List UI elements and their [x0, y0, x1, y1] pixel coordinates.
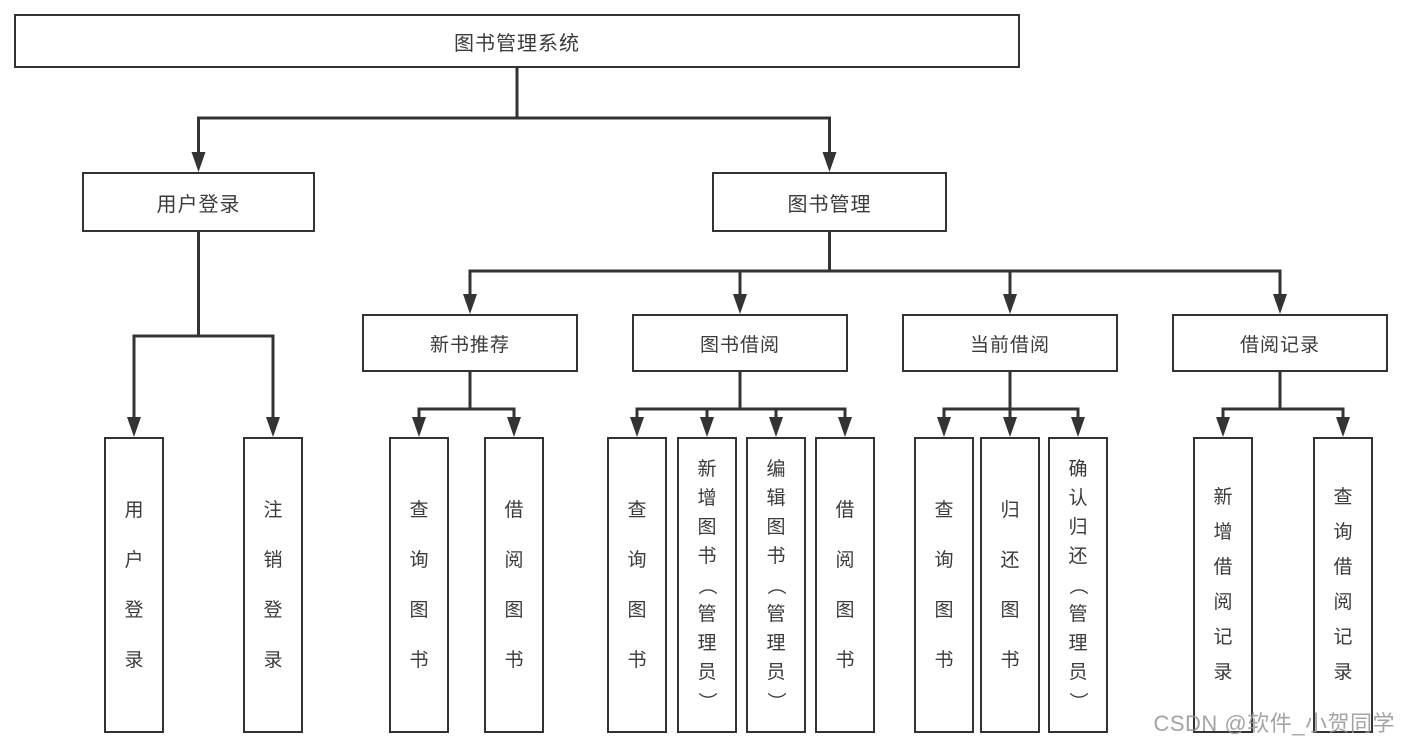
node-user-login-branch: 用户登录 — [82, 172, 315, 232]
node-book-management-branch: 图书管理 — [712, 172, 947, 232]
leaf-add-borrow-record: 新增借阅记录 — [1193, 437, 1253, 733]
node-book-borrowing: 图书借阅 — [632, 314, 848, 372]
leaf-query-books-borrowing: 查询图书 — [607, 437, 667, 733]
leaf-query-books-current: 查询图书 — [914, 437, 974, 733]
node-current-borrowing: 当前借阅 — [902, 314, 1118, 372]
leaf-query-borrow-record: 查询借阅记录 — [1313, 437, 1373, 733]
node-new-book-recommendation: 新书推荐 — [362, 314, 578, 372]
leaf-return-books: 归还图书 — [980, 437, 1040, 733]
node-borrowing-records: 借阅记录 — [1172, 314, 1388, 372]
watermark: CSDN @软件_小贺同学 — [1153, 711, 1395, 736]
leaf-confirm-return-admin: 确认归还（管理员） — [1048, 437, 1108, 733]
leaf-user-login: 用户登录 — [104, 437, 164, 733]
node-library-management-system: 图书管理系统 — [14, 14, 1020, 68]
leaf-add-books-admin: 新增图书（管理员） — [677, 437, 737, 733]
leaf-logout: 注销登录 — [243, 437, 303, 733]
leaf-borrow-books-recommend: 借阅图书 — [484, 437, 544, 733]
leaf-borrow-books: 借阅图书 — [815, 437, 875, 733]
leaf-edit-books-admin: 编辑图书（管理员） — [746, 437, 806, 733]
leaf-query-books-recommend: 查询图书 — [389, 437, 449, 733]
